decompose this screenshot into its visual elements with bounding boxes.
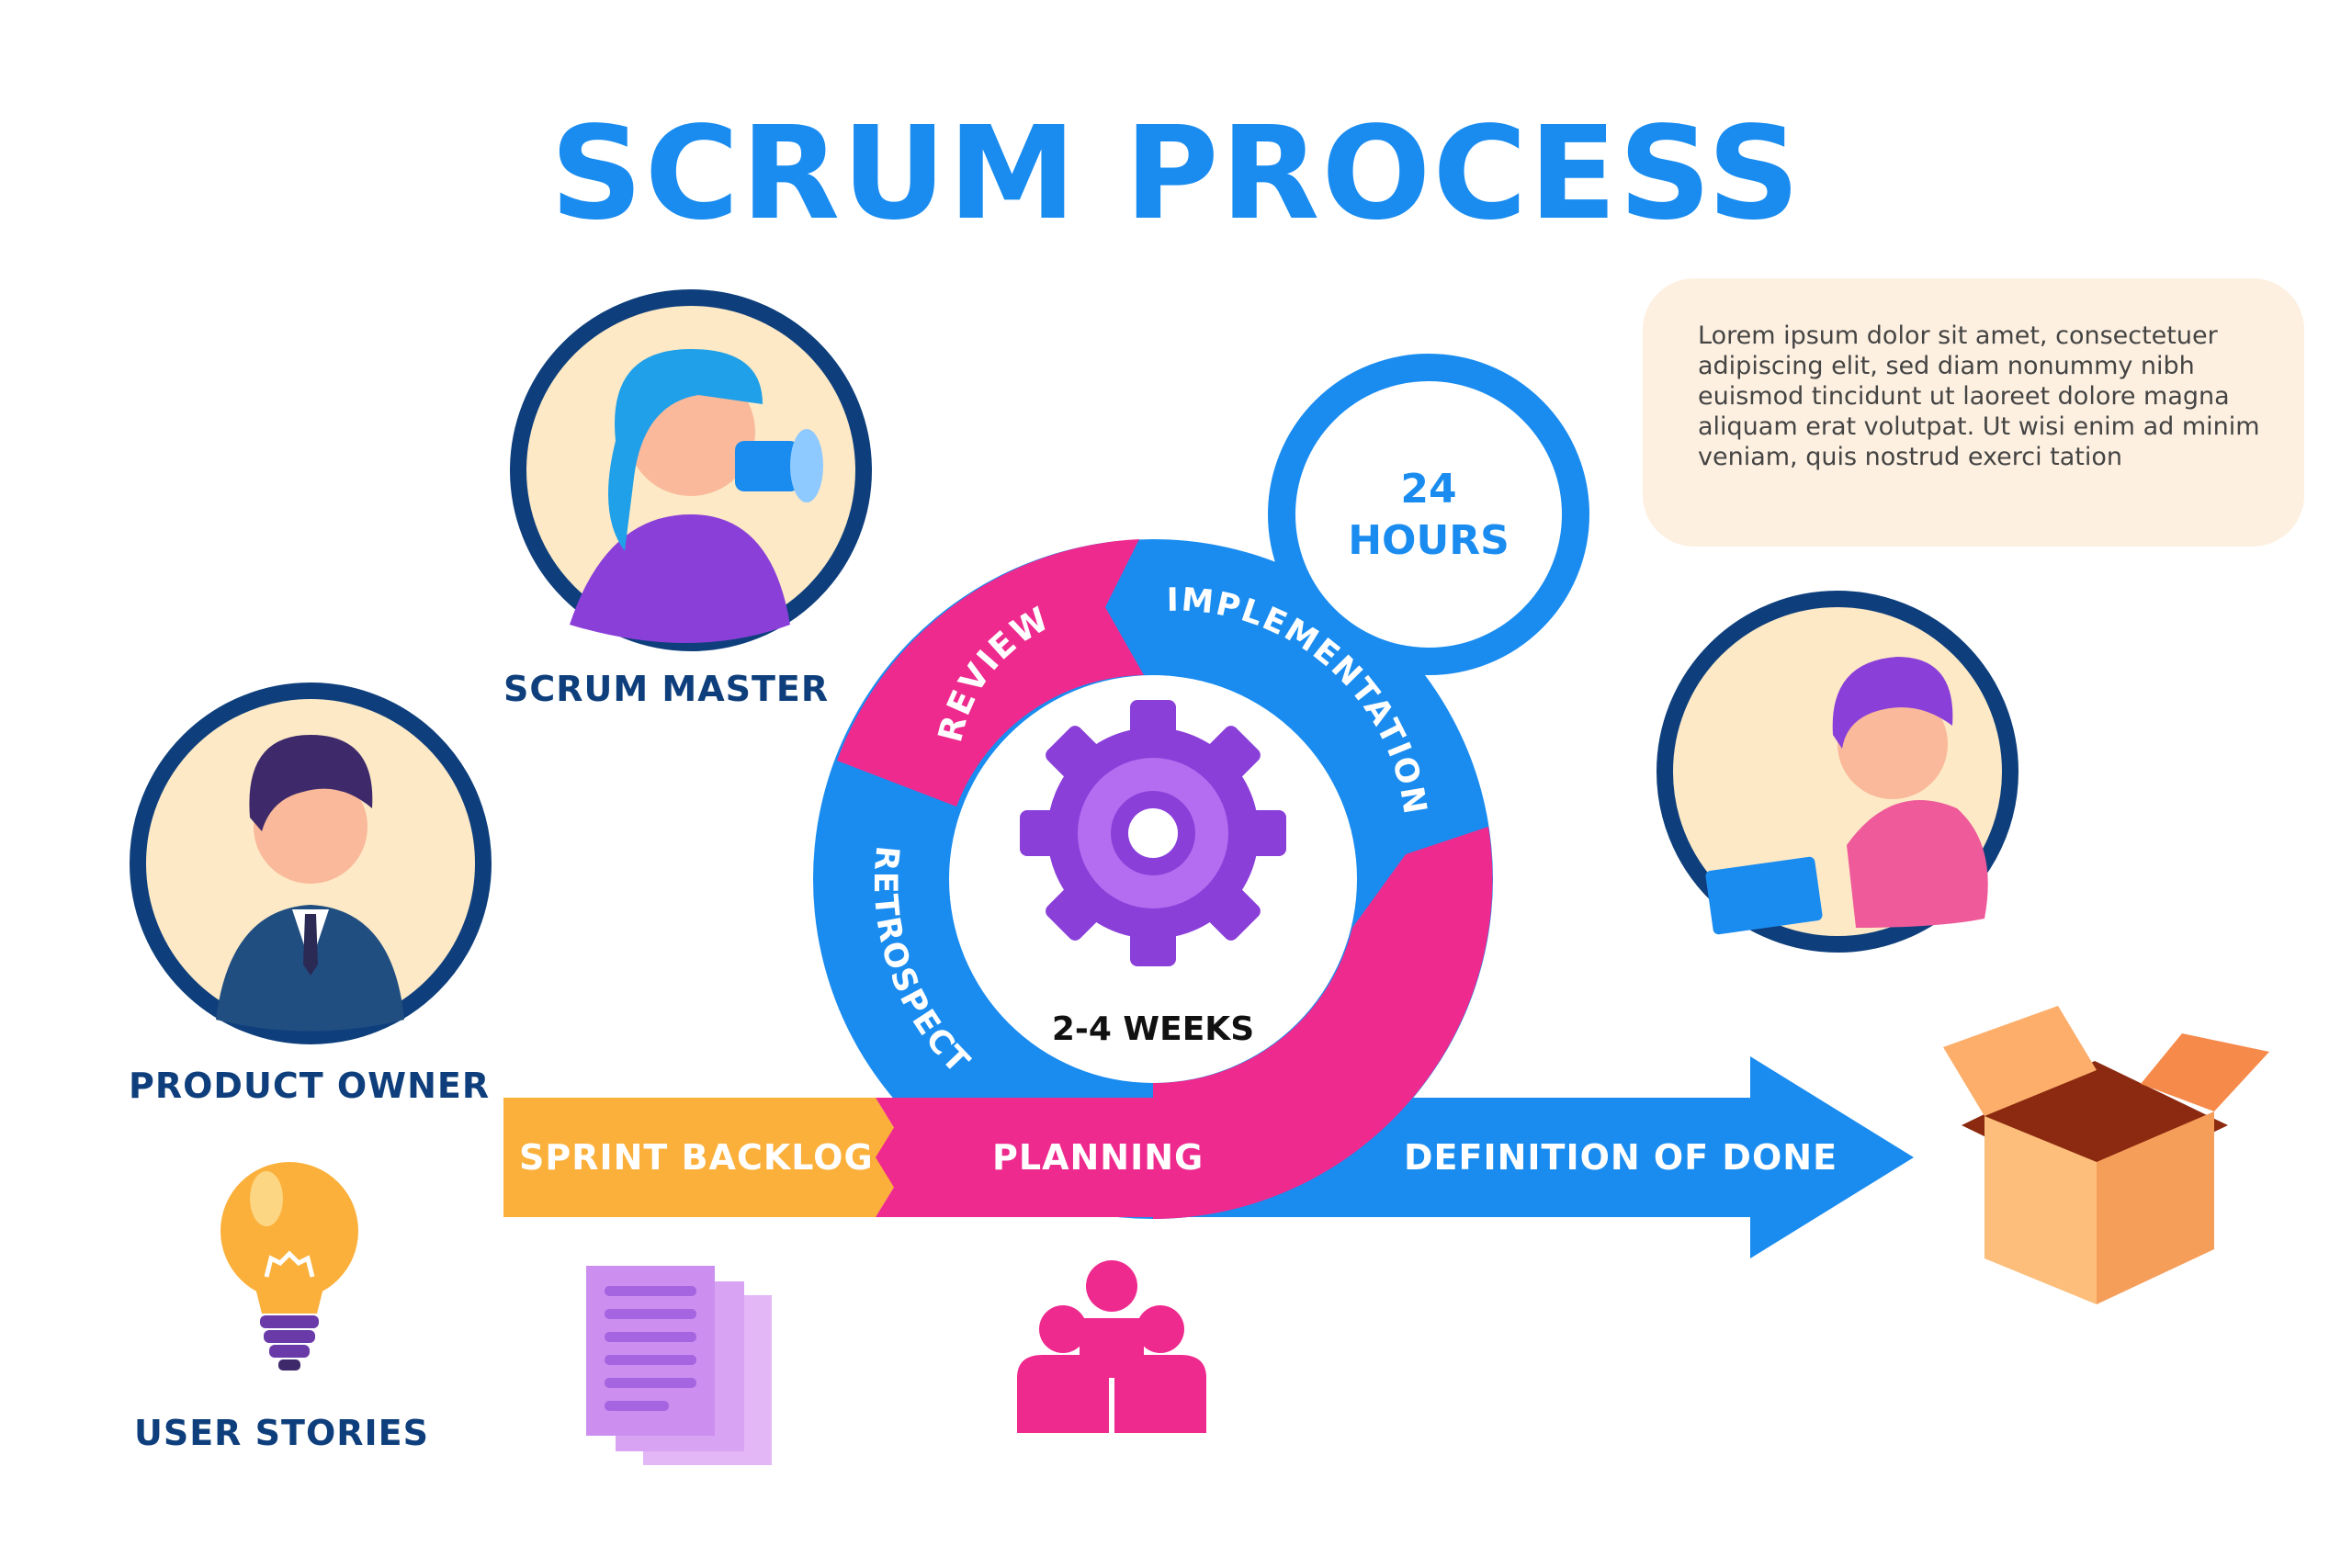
planning-label: PLANNING [992,1137,1204,1178]
documents-icon [586,1266,772,1465]
box-icon [1943,1006,2269,1304]
review-segment [837,539,1144,807]
info-box: Lorem ipsum dolor sit amet, consectetuer… [1643,278,2304,547]
definition-of-done-label: DEFINITION OF DONE [1404,1137,1838,1178]
sprint-backlog-band [503,1098,912,1217]
sprint-duration-label: 2-4 WEEKS [1051,1010,1255,1048]
daily-cycle-ring [1268,354,1589,675]
product-owner-avatar [130,682,492,1044]
daily-hours-label: 24 HOURS [1337,464,1521,567]
sprint-backlog-label: SPRINT BACKLOG [519,1137,874,1178]
light-bulb-icon [220,1162,358,1371]
scrum-master-label: SCRUM MASTER [503,669,830,709]
team-icon [1017,1260,1206,1433]
user-stories-label: USER STORIES [134,1413,429,1453]
scrum-master-avatar [510,289,872,651]
page-title: SCRUM PROCESS [549,99,1803,249]
developer-avatar [1657,591,2018,953]
planning-band [876,1098,1153,1217]
product-owner-label: PRODUCT OWNER [129,1066,491,1106]
info-text: Lorem ipsum dolor sit amet, consectetuer… [1698,321,2260,471]
daily-hours-unit: HOURS [1348,517,1510,564]
daily-hours-number: 24 [1400,466,1457,513]
gear-icon [1020,700,1286,966]
